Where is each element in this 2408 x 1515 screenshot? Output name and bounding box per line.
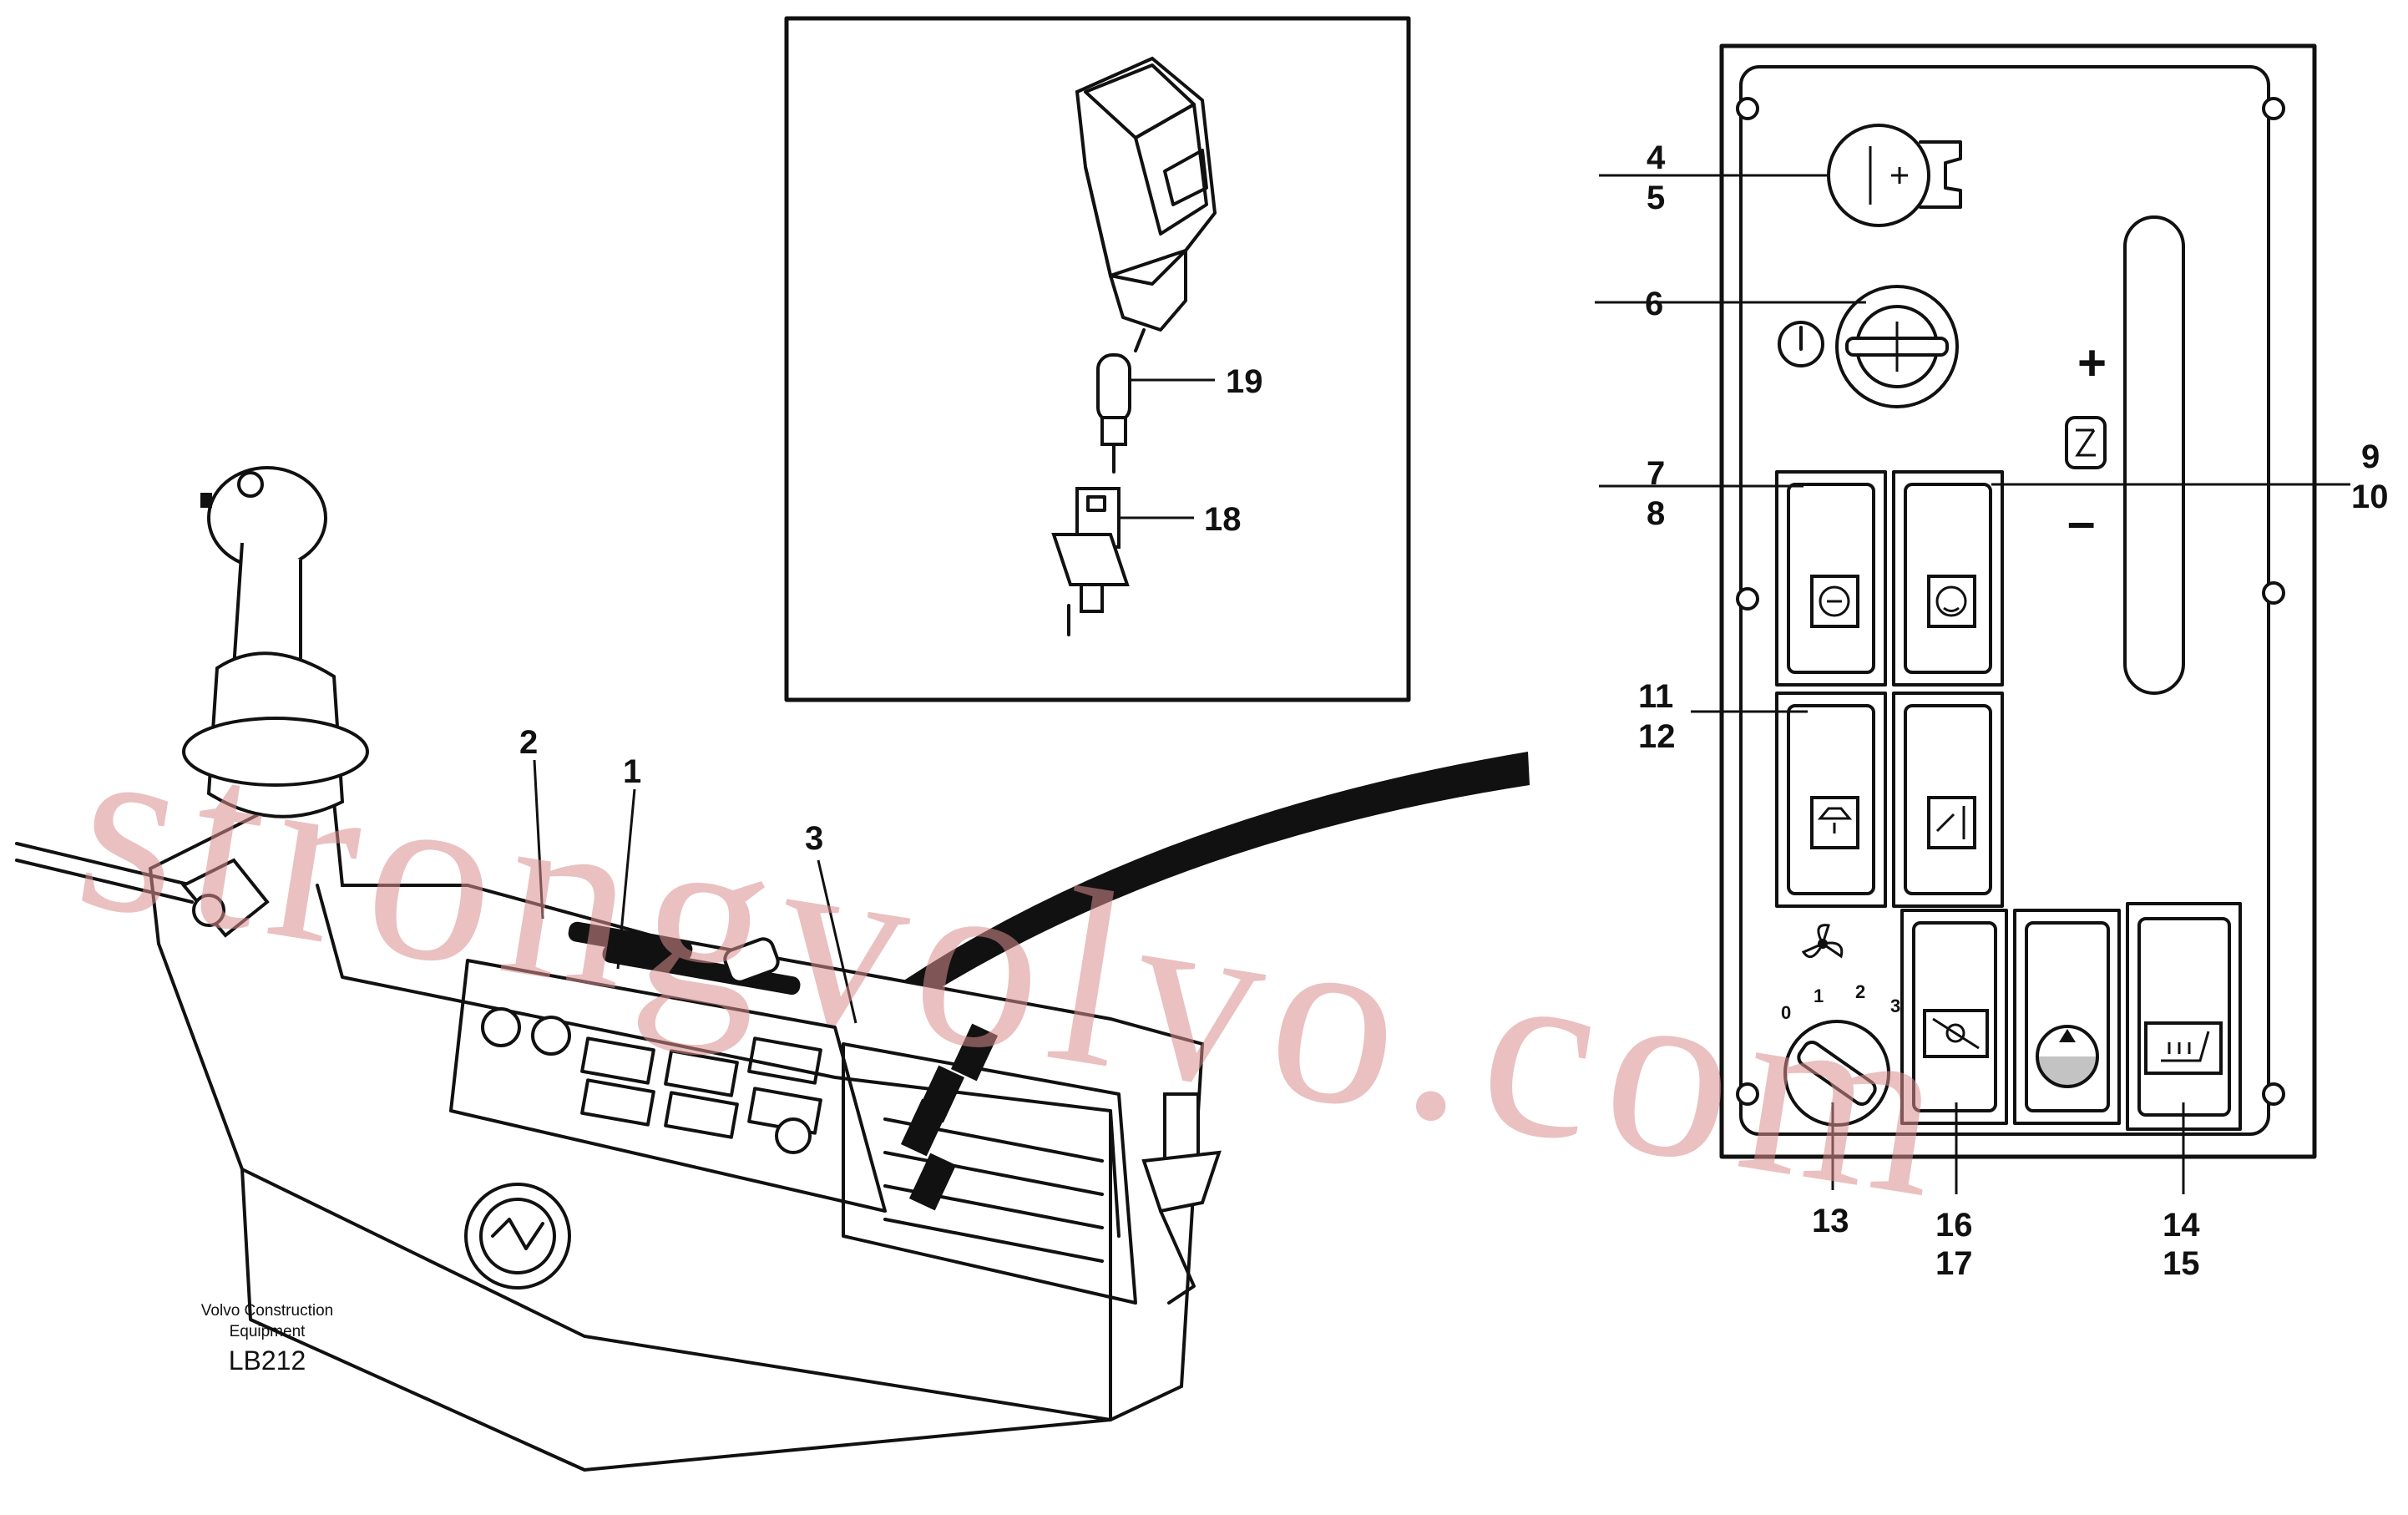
mounting-holes xyxy=(1736,97,2285,1106)
caption-line-2: Equipment xyxy=(230,1323,306,1340)
washer-icon xyxy=(2036,1025,2099,1088)
rocker-switch-9-10 xyxy=(1892,470,2004,687)
joystick-drawing xyxy=(182,466,369,818)
leader-2 xyxy=(533,759,544,920)
inset-switch-detail: 19 18 xyxy=(784,16,1411,702)
engine-speed-icon xyxy=(2065,416,2107,469)
callout-3: 3 xyxy=(805,820,823,857)
rocker-switch-14-15 xyxy=(2126,902,2242,1131)
callout-9: 9 xyxy=(2361,438,2380,475)
leader-3 xyxy=(817,859,857,1024)
bulb-drawing xyxy=(1096,353,1131,474)
fan-dial-13: 0 1 2 3 xyxy=(1781,924,1900,1127)
rocker-switch-drawing xyxy=(1075,56,1217,352)
seat-heater-icon xyxy=(2161,1031,2210,1062)
console-badge xyxy=(464,1183,571,1290)
callout-16: 16 xyxy=(1935,1207,1973,1244)
callout-17: 17 xyxy=(1935,1245,1973,1282)
callout-11: 11 xyxy=(1638,678,1673,715)
lock-lever-drawing xyxy=(15,842,270,938)
socket-drawing xyxy=(1051,487,1130,636)
callout-13: 13 xyxy=(1812,1203,1849,1239)
aux-handle-drawing xyxy=(1141,1092,1222,1305)
interior-light-icon xyxy=(1817,807,1853,834)
float-position-icon xyxy=(1935,806,1965,839)
rocker-switch-11-12 xyxy=(1775,692,1887,908)
figure-caption: Volvo Construction Equipment LB212 xyxy=(201,1302,333,1376)
callout-1: 1 xyxy=(623,753,641,790)
dial-0: 0 xyxy=(1781,1002,1791,1023)
rocker-switch-16-17 xyxy=(1900,909,2008,1125)
rocker-switch-washer xyxy=(2013,909,2121,1125)
callout-7: 7 xyxy=(1647,455,1665,492)
control-console: 2 1 3 xyxy=(15,466,1530,1472)
dial-3: 3 xyxy=(1890,996,1900,1016)
caption-line-1: Volvo Construction xyxy=(201,1302,333,1320)
console-panel-drawing xyxy=(449,921,887,1213)
switch-panel: + – xyxy=(1595,43,2389,1282)
minus-symbol: – xyxy=(2067,494,2095,550)
callout-19: 19 xyxy=(1226,363,1263,400)
callout-14: 14 xyxy=(2163,1207,2200,1244)
caption-code: LB212 xyxy=(229,1345,306,1376)
callout-6: 6 xyxy=(1645,286,1663,322)
dial-1: 1 xyxy=(1814,986,1824,1006)
callout-5: 5 xyxy=(1647,180,1665,216)
callout-18: 18 xyxy=(1204,501,1242,538)
plus-symbol: + xyxy=(2077,335,2107,391)
cap-drawing xyxy=(1827,124,1962,227)
callout-8: 8 xyxy=(1647,495,1665,532)
callout-10: 10 xyxy=(2351,479,2389,515)
dial-2: 2 xyxy=(1855,981,1865,1002)
defroster-icon xyxy=(1932,1017,1980,1050)
speed-slot xyxy=(2123,215,2185,695)
callout-12: 12 xyxy=(1638,718,1676,755)
ignition-switch-drawing xyxy=(1778,285,1959,408)
rocker-switch-float xyxy=(1892,692,2004,908)
headlight-icon xyxy=(1943,606,1960,612)
fan-icon xyxy=(1801,924,1844,959)
callout-4: 4 xyxy=(1647,139,1666,176)
leader-1 xyxy=(616,788,636,970)
hydraulic-levers-drawing xyxy=(842,1023,1137,1305)
rocker-switch-7-8 xyxy=(1775,470,1887,687)
callout-15: 15 xyxy=(2163,1245,2200,1282)
callout-2: 2 xyxy=(519,724,538,761)
